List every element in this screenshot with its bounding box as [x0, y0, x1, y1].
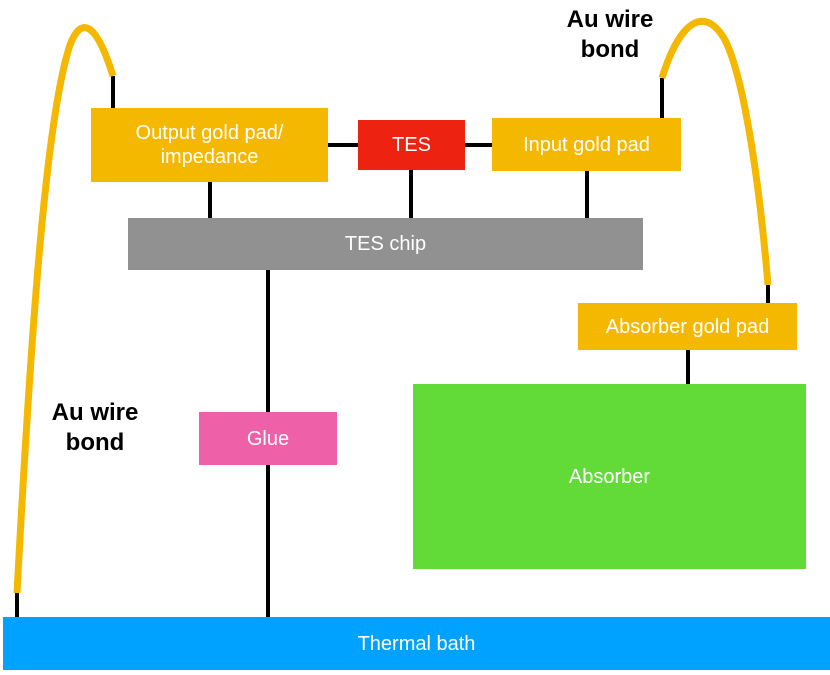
tes-box: TES — [358, 120, 465, 170]
wire-bond-right — [658, 17, 772, 286]
absorber-gold-pad: Absorber gold pad — [578, 303, 797, 350]
wire-bond-label-left: Au wire bond — [51, 399, 139, 456]
input-gold-pad: Input gold pad — [492, 118, 681, 171]
wire-bond-left — [13, 24, 117, 594]
wire-bond-label-right: Au wire bond — [566, 6, 654, 63]
tes-chip: TES chip — [128, 218, 643, 270]
output-gold-pad: Output gold pad/ impedance — [91, 108, 328, 182]
absorber: Absorber — [413, 384, 806, 569]
thermal-bath: Thermal bath — [3, 617, 830, 670]
glue: Glue — [199, 412, 337, 465]
